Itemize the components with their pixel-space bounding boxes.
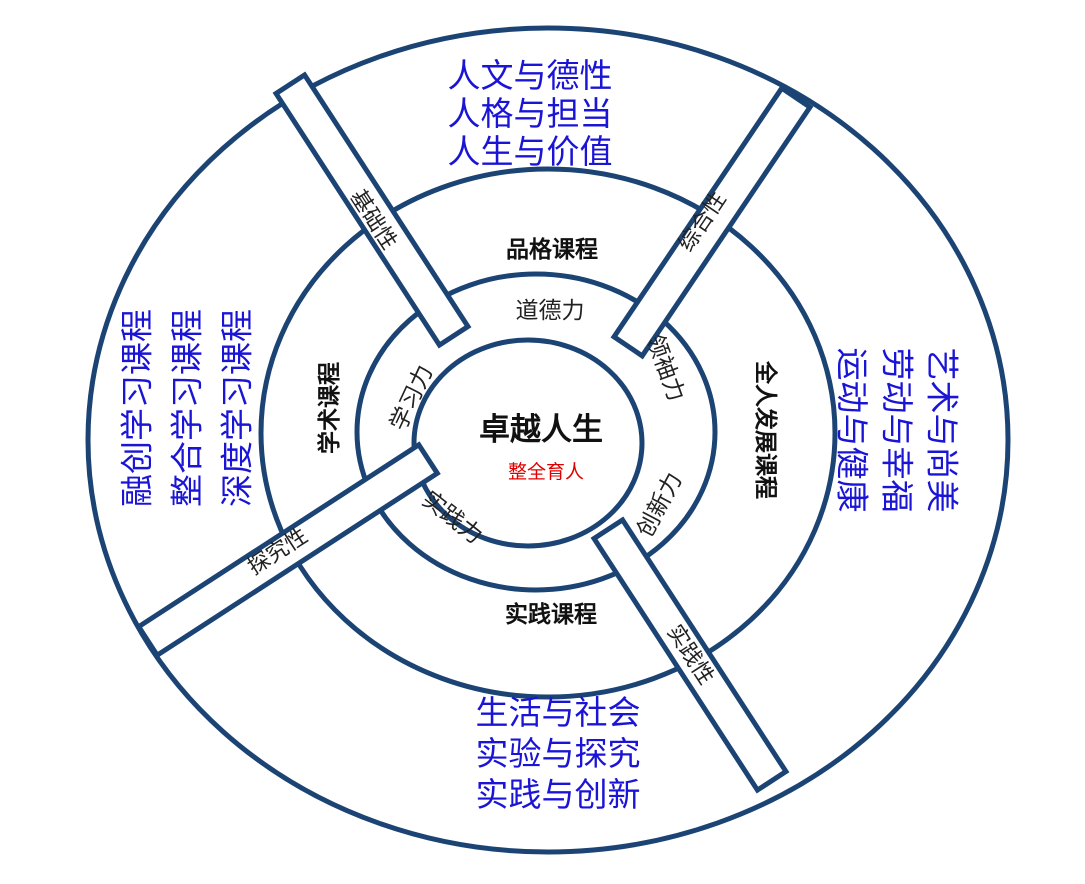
outer-left-group: 融创学习课程 整合学习课程 深度学习课程 xyxy=(118,309,257,507)
center-ring xyxy=(411,337,645,549)
outer-top-group: 人文与德性 人格与担当 人生与价值 xyxy=(448,56,613,171)
svg-text:学习力: 学习力 xyxy=(386,361,439,435)
ability-right-lower: 创新力 xyxy=(632,468,687,541)
svg-text:学术课程: 学术课程 xyxy=(316,362,343,454)
outer-left-line: 整合学习课程 xyxy=(168,309,207,507)
svg-text:劳动与幸福: 劳动与幸福 xyxy=(878,348,917,513)
outer-bottom-line: 生活与社会 xyxy=(476,693,641,732)
spoke-upper-left xyxy=(272,71,472,349)
ability-top: 道德力 xyxy=(516,298,585,324)
course-bottom: 实践课程 xyxy=(505,601,597,628)
center-title: 卓越人生 xyxy=(479,412,603,448)
outer-top-line: 人格与担当 xyxy=(448,94,613,133)
spoke-lower-left xyxy=(135,441,441,659)
center-subtitle: 整全育人 xyxy=(508,461,584,483)
outer-right-line: 劳动与幸福 xyxy=(878,348,917,513)
ability-left: 学习力 xyxy=(386,361,439,435)
outer-left-line: 融创学习课程 xyxy=(118,309,157,507)
course-left: 学术课程 xyxy=(316,362,343,454)
outer-ring xyxy=(85,25,1011,855)
svg-text:融创学习课程: 融创学习课程 xyxy=(118,309,157,507)
svg-text:运动与健康: 运动与健康 xyxy=(833,348,872,513)
course-right: 全人发展课程 xyxy=(752,360,779,499)
spoke-lower-right xyxy=(590,516,790,794)
outer-right-group: 艺术与尚美 劳动与幸福 运动与健康 xyxy=(833,348,962,513)
outer-top-line: 人文与德性 xyxy=(448,56,613,95)
outer-right-line: 艺术与尚美 xyxy=(923,348,962,513)
svg-text:全人发展课程: 全人发展课程 xyxy=(752,360,779,499)
middle-ring xyxy=(258,166,838,700)
outer-right-line: 运动与健康 xyxy=(833,348,872,513)
svg-text:艺术与尚美: 艺术与尚美 xyxy=(923,348,962,513)
svg-text:深度学习课程: 深度学习课程 xyxy=(218,309,257,507)
course-top: 品格课程 xyxy=(506,236,598,263)
outer-bottom-line: 实验与探究 xyxy=(476,734,641,773)
outer-bottom-group: 生活与社会 实验与探究 实践与创新 xyxy=(476,693,641,814)
svg-text:整合学习课程: 整合学习课程 xyxy=(168,309,207,507)
ability-bottom: 实践力 xyxy=(417,487,487,550)
inner-ring xyxy=(354,271,718,593)
svg-text:创新力: 创新力 xyxy=(632,468,687,541)
outer-top-line: 人生与价值 xyxy=(448,132,613,171)
spoke-upper-right xyxy=(610,84,814,360)
outer-bottom-line: 实践与创新 xyxy=(476,775,641,814)
outer-left-line: 深度学习课程 xyxy=(218,309,257,507)
svg-text:实践力: 实践力 xyxy=(417,487,487,550)
